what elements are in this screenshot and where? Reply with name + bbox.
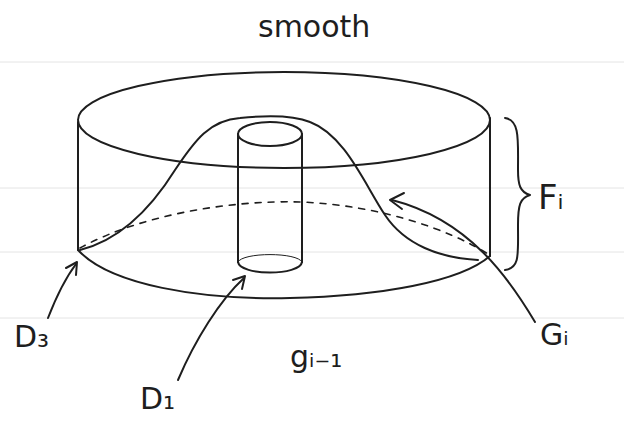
bottom-front bbox=[78, 250, 490, 298]
top-face bbox=[78, 72, 490, 168]
disk-label: D₁ bbox=[140, 384, 175, 414]
note-text: smooth bbox=[258, 12, 370, 42]
surface-label: Gᵢ bbox=[540, 320, 569, 350]
inner-side bbox=[301, 134, 303, 262]
inner-side bbox=[237, 134, 239, 262]
map-label: gᵢ₋₁ bbox=[290, 342, 342, 372]
arrow-head bbox=[66, 262, 77, 275]
inner-bottom-back bbox=[238, 255, 302, 263]
inner-bottom bbox=[238, 262, 302, 273]
outer-side bbox=[77, 122, 79, 250]
brace bbox=[505, 118, 530, 270]
outer-side bbox=[489, 118, 491, 256]
surface-curve bbox=[80, 116, 478, 260]
leader-arrow bbox=[392, 200, 535, 322]
arrow-head bbox=[233, 276, 245, 289]
disk-label: D₃ bbox=[14, 322, 49, 352]
leader-arrow bbox=[48, 264, 76, 318]
arrow-head bbox=[390, 193, 404, 209]
ruled-lines bbox=[0, 62, 624, 318]
surface-label: Fᵢ bbox=[538, 180, 564, 214]
leader-arrow bbox=[178, 278, 244, 380]
inner-top bbox=[238, 122, 302, 146]
bottom-back bbox=[80, 202, 488, 254]
